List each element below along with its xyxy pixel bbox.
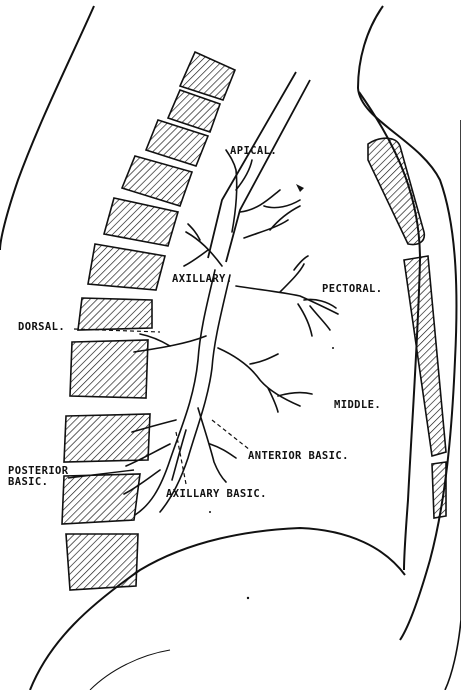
right-body-outline bbox=[358, 6, 456, 640]
label-posterior-basic-line2: BASIC. bbox=[8, 477, 69, 488]
rib bbox=[88, 244, 165, 290]
label-anterior-basic: ANTERIOR BASIC. bbox=[248, 451, 349, 462]
rib bbox=[62, 474, 140, 524]
rib bbox=[404, 256, 446, 456]
label-axillary-basic: AXILLARY BASIC. bbox=[166, 489, 267, 500]
rib bbox=[432, 462, 446, 518]
label-middle: MIDDLE. bbox=[334, 400, 381, 411]
rib bbox=[122, 156, 192, 206]
chest-wall-left bbox=[0, 6, 94, 250]
label-posterior-basic: POSTERIOR BASIC. bbox=[8, 466, 69, 488]
trachea-mark bbox=[296, 184, 304, 192]
label-apical: APICAL. bbox=[230, 146, 277, 157]
anterior-basic-leader bbox=[212, 420, 250, 450]
label-axillary: AXILLARY. bbox=[172, 274, 233, 285]
rib bbox=[78, 298, 152, 330]
rib bbox=[66, 534, 138, 590]
label-pectoral: PECTORAL. bbox=[322, 284, 383, 295]
rib bbox=[70, 340, 148, 398]
label-dorsal: DORSAL. bbox=[18, 322, 65, 333]
diaphragm-lower bbox=[90, 650, 170, 690]
ribs-left bbox=[62, 52, 235, 590]
rib bbox=[104, 198, 178, 246]
ribs-right bbox=[368, 138, 446, 518]
rib bbox=[64, 414, 150, 462]
rib bbox=[368, 138, 424, 244]
